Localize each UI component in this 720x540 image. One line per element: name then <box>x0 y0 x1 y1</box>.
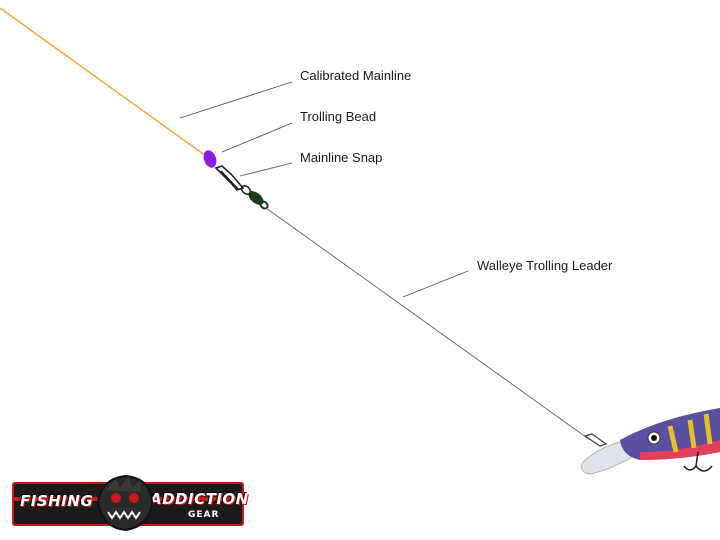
trolling-bead <box>203 150 217 168</box>
label-trolling-bead: Trolling Bead <box>300 109 377 124</box>
piranha-mascot-icon <box>96 474 154 532</box>
crankbait-lure <box>581 408 720 475</box>
logo-word-fishing: FISHING <box>20 492 94 510</box>
mainline-snap <box>214 165 252 195</box>
logo-word-gear: GEAR <box>188 510 220 520</box>
mainline <box>0 7 207 157</box>
trolling-leader <box>265 207 591 441</box>
callout-leader <box>402 270 469 298</box>
callout-snap <box>239 162 293 177</box>
swivel <box>248 191 269 210</box>
callout-mainline <box>179 81 293 119</box>
label-calibrated-mainline: Calibrated Mainline <box>300 68 412 83</box>
brand-logo: FISHING ADDICTION GEAR <box>12 472 248 534</box>
callout-bead <box>221 122 293 153</box>
logo-word-addiction: ADDICTION <box>150 490 249 508</box>
label-walleye-trolling-leader: Walleye Trolling Leader <box>477 258 613 273</box>
label-mainline-snap: Mainline Snap <box>300 150 383 165</box>
lure-snap <box>583 433 608 447</box>
